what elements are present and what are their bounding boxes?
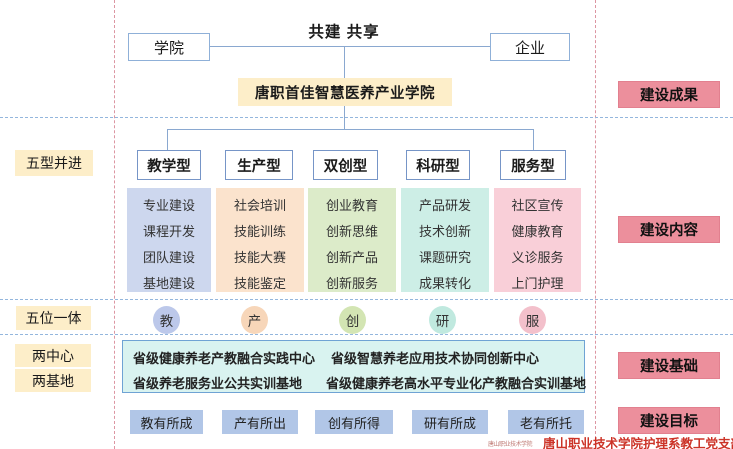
content-item: 基地建设 xyxy=(142,276,195,291)
content-box-research: 产品研发 技术创新 课题研究 成果转化 xyxy=(401,188,489,292)
goal-box-elderly: 老有所托 xyxy=(508,410,584,434)
watermark-text: 唐山职业技术学院护理系教工党支部 xyxy=(543,437,733,449)
type-box-teaching: 教学型 xyxy=(137,150,201,180)
content-item: 课程开发 xyxy=(142,224,195,239)
content-item: 成果转化 xyxy=(418,276,471,291)
platform-center-1: 省级健康养老产教融合实践中心 xyxy=(133,351,316,366)
type-box-production: 生产型 xyxy=(225,150,293,180)
platform-center-2: 省级智慧养老应用技术协同创新中心 xyxy=(331,351,540,366)
type-box-innovation: 双创型 xyxy=(313,150,378,180)
content-item: 技能大赛 xyxy=(233,250,286,265)
connector-college-enterprise xyxy=(208,46,490,47)
content-item: 创新思维 xyxy=(325,224,378,239)
content-item: 专业建设 xyxy=(142,198,195,213)
row-label-two-bases: 两基地 xyxy=(15,369,91,392)
content-item: 产品研发 xyxy=(418,198,471,213)
horizontal-dashed-separator-2 xyxy=(0,299,733,300)
content-box-production: 社会培训 技能训练 技能大赛 技能鉴定 xyxy=(216,188,304,292)
type-box-research: 科研型 xyxy=(406,150,470,180)
side-label-foundation: 建设基础 xyxy=(618,352,720,379)
content-box-service: 社区宣传 健康教育 义诊服务 上门护理 xyxy=(494,188,581,292)
content-item: 社区宣传 xyxy=(511,198,564,213)
circle-innovation: 创 xyxy=(339,306,366,334)
side-label-achievements: 建设成果 xyxy=(618,81,720,108)
row-label-five-in-one: 五位一体 xyxy=(16,306,91,330)
circle-research: 研 xyxy=(429,306,456,334)
connector-mainbox-to-types xyxy=(344,106,345,129)
goal-box-production: 产有所出 xyxy=(222,410,298,434)
content-item: 课题研究 xyxy=(418,250,471,265)
platform-base-2: 省级健康养老高水平专业化产教融合实训基地 xyxy=(326,376,587,391)
industry-college-box: 唐职首佳智慧医养产业学院 xyxy=(238,78,452,106)
connector-title-to-mainbox xyxy=(344,47,345,78)
platform-base-1: 省级养老服务业公共实训基地 xyxy=(133,376,303,391)
goal-box-teaching: 教有所成 xyxy=(130,410,203,434)
connector-types-stub-left xyxy=(167,129,168,150)
side-label-goals: 建设目标 xyxy=(618,407,720,434)
circle-production: 产 xyxy=(241,306,268,334)
content-item: 创新服务 xyxy=(325,276,378,291)
goal-box-research: 研有所成 xyxy=(412,410,488,434)
content-item: 团队建设 xyxy=(142,250,195,265)
content-item: 技术创新 xyxy=(418,224,471,239)
content-item: 义诊服务 xyxy=(511,250,564,265)
connector-types-stub-right xyxy=(533,129,534,150)
content-item: 技能鉴定 xyxy=(233,276,286,291)
horizontal-dashed-separator-1 xyxy=(0,117,733,118)
row-label-five-types: 五型并进 xyxy=(15,150,93,176)
content-box-teaching: 专业建设 课程开发 团队建设 基地建设 xyxy=(127,188,211,292)
content-item: 社会培训 xyxy=(233,198,286,213)
circle-teaching: 教 xyxy=(153,306,180,334)
content-item: 健康教育 xyxy=(511,224,564,239)
vertical-dashed-separator-right xyxy=(595,0,596,449)
watermark-stamp: 唐山职业技术学院 xyxy=(488,442,533,448)
content-item: 创业教育 xyxy=(325,198,378,213)
enterprise-box: 企业 xyxy=(490,33,570,61)
content-box-innovation: 创业教育 创新思维 创新产品 创新服务 xyxy=(308,188,396,292)
goal-box-innovation: 创有所得 xyxy=(315,410,393,434)
circle-service: 服 xyxy=(519,306,546,334)
content-item: 上门护理 xyxy=(511,276,564,291)
platforms-box: 省级健康养老产教融合实践中心 省级智慧养老应用技术协同创新中心 省级养老服务业公… xyxy=(122,340,587,393)
diagram-title: 共建 共享 xyxy=(308,24,380,41)
college-box: 学院 xyxy=(128,33,210,61)
connector-types-horizontal xyxy=(167,129,533,130)
row-label-two-centers: 两中心 xyxy=(15,344,91,367)
side-label-content: 建设内容 xyxy=(618,216,720,243)
horizontal-dashed-separator-3 xyxy=(0,334,733,335)
type-box-service: 服务型 xyxy=(500,150,566,180)
vertical-dashed-separator-left xyxy=(114,0,115,449)
content-item: 技能训练 xyxy=(233,224,286,239)
content-item: 创新产品 xyxy=(325,250,378,265)
